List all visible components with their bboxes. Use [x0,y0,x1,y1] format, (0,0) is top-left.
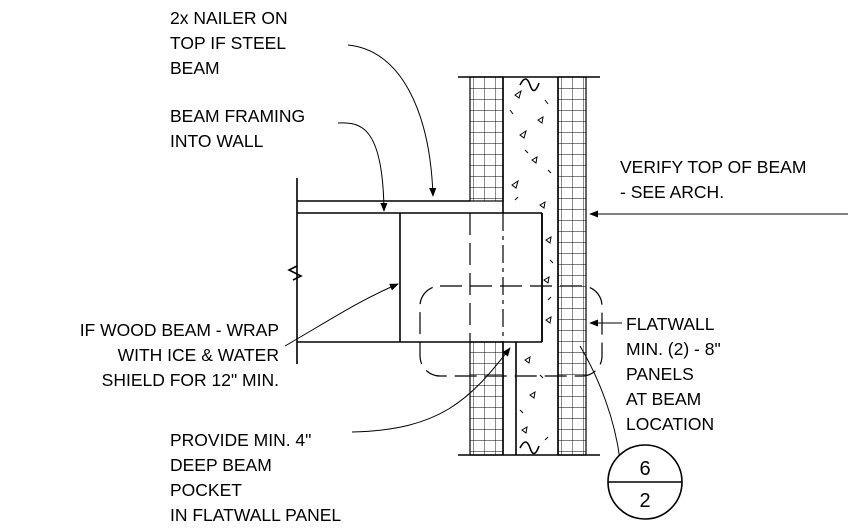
leaders [284,44,848,461]
svg-text:MIN. (2) - 8": MIN. (2) - 8" [626,339,721,359]
note-beam-framing: BEAM FRAMING INTO WALL [170,106,305,151]
svg-text:WITH ICE & WATER: WITH ICE & WATER [118,345,279,365]
svg-text:BEAM: BEAM [170,58,220,78]
flatwall-section [458,76,600,456]
beam [287,178,543,364]
svg-text:BEAM FRAMING: BEAM FRAMING [170,106,305,126]
svg-text:TOP IF STEEL: TOP IF STEEL [170,33,286,53]
svg-text:AT BEAM: AT BEAM [626,389,701,409]
svg-text:VERIFY TOP OF BEAM: VERIFY TOP OF BEAM [620,157,806,177]
svg-text:FLATWALL: FLATWALL [626,314,715,334]
svg-text:IF WOOD BEAM - WRAP: IF WOOD BEAM - WRAP [80,320,279,340]
note-verify-top-of-beam: VERIFY TOP OF BEAM - SEE ARCH. [620,157,806,202]
note-wood-beam: IF WOOD BEAM - WRAP WITH ICE & WATER SHI… [80,320,279,390]
note-beam-pocket: PROVIDE MIN. 4" DEEP BEAM POCKET IN FLAT… [170,430,341,525]
svg-text:POCKET: POCKET [170,480,242,500]
detail-tag-sheet: 2 [639,490,650,512]
svg-text:2x NAILER ON: 2x NAILER ON [170,8,288,28]
svg-text:INTO WALL: INTO WALL [170,131,264,151]
svg-text:- SEE ARCH.: - SEE ARCH. [620,182,724,202]
svg-text:IN FLATWALL PANEL: IN FLATWALL PANEL [170,505,341,525]
svg-text:PANELS: PANELS [626,364,694,384]
panel-outline [419,285,603,377]
svg-text:PROVIDE MIN. 4": PROVIDE MIN. 4" [170,430,311,450]
svg-text:LOCATION: LOCATION [626,414,714,434]
note-nailer: 2x NAILER ON TOP IF STEEL BEAM [170,8,288,78]
svg-text:SHIELD FOR 12" MIN.: SHIELD FOR 12" MIN. [102,370,279,390]
detail-tag-number: 6 [639,458,650,480]
svg-text:DEEP BEAM: DEEP BEAM [170,455,272,475]
detail-tag: 6 2 [607,444,683,520]
note-flatwall: FLATWALL MIN. (2) - 8" PANELS AT BEAM LO… [626,314,721,434]
